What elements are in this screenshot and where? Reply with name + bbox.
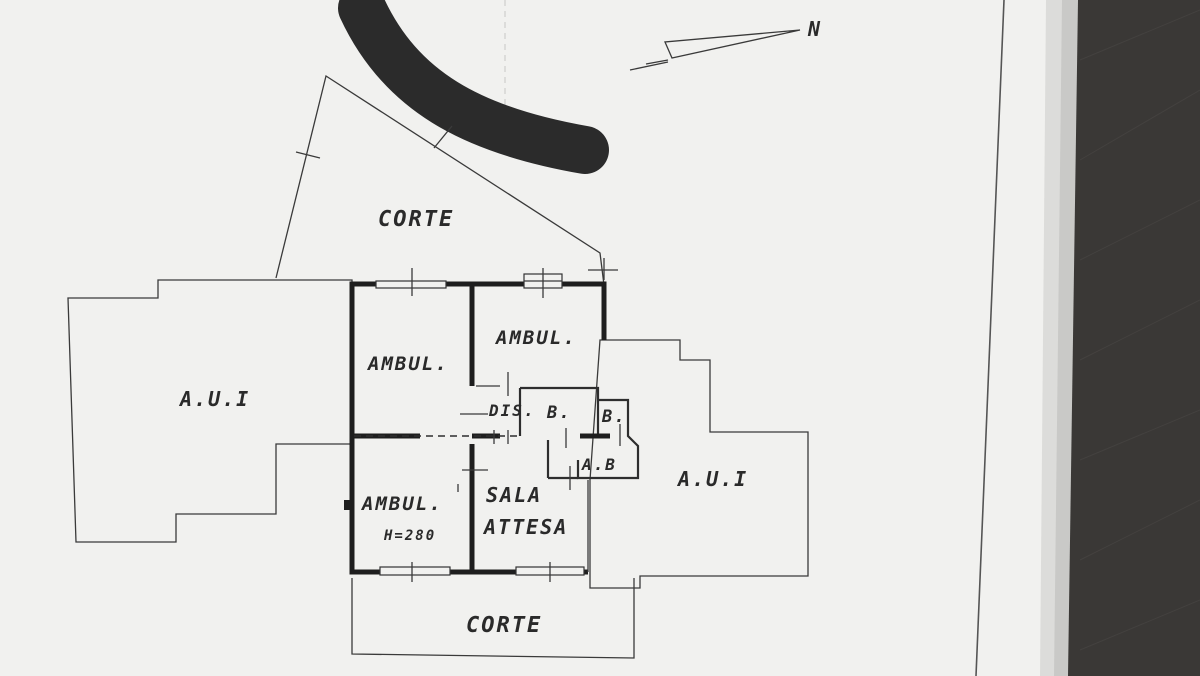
label-bagno-2: B.: [601, 407, 626, 427]
label-ambul-top-right: AMBUL.: [494, 327, 577, 349]
wood-grain: [1079, 9, 1200, 651]
windows: [375, 268, 585, 582]
label-antibagno: A.B: [581, 455, 617, 474]
frame-line: [975, 0, 1005, 676]
label-attesa: ATTESA: [482, 515, 568, 539]
courtyard-boundary-top: [275, 74, 618, 286]
label-aui-right: A.U.I: [676, 467, 748, 491]
label-dis: DIS.: [488, 401, 536, 420]
label-sala: SALA: [486, 483, 542, 507]
label-ambul-bottom-left: AMBUL.: [360, 493, 443, 515]
label-height-note: H=280: [383, 528, 436, 544]
label-corte-bottom: CORTE: [466, 613, 542, 638]
aui-left-outline: [67, 279, 353, 543]
redaction-mark: [338, 0, 609, 174]
door-marks: [457, 372, 621, 492]
paper-sheet: [0, 0, 1046, 676]
building-walls: [344, 281, 640, 575]
label-aui-left: A.U.I: [178, 387, 250, 411]
room-labels: CORTE A.U.I AMBUL. AMBUL. DIS. B. B. A.B…: [178, 207, 748, 638]
north-arrow: N: [629, 17, 822, 71]
label-ambul-top-left: AMBUL.: [366, 353, 449, 375]
label-bagno-1: B.: [546, 403, 571, 423]
north-label: N: [807, 17, 822, 41]
aui-right-outline: [589, 339, 809, 589]
label-corte-top: CORTE: [378, 207, 454, 232]
courtyard-bottom-outline: [351, 578, 635, 659]
